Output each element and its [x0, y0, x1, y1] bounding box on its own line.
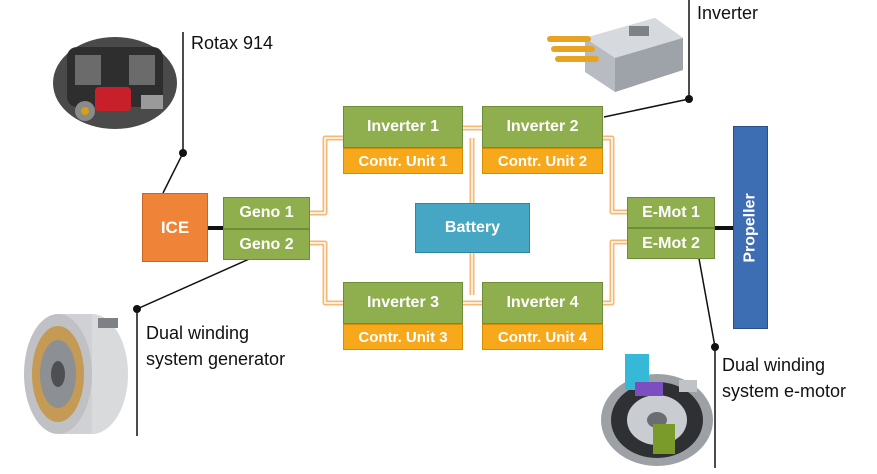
inverter-3-block: Inverter 3: [343, 282, 463, 324]
control-unit-2-block: Contr. Unit 2: [482, 148, 603, 174]
control-unit-1-block: Contr. Unit 1: [343, 148, 463, 174]
emotor-label: Dual winding system e-motor: [722, 352, 846, 404]
control-unit-3-block: Contr. Unit 3: [343, 324, 463, 350]
emotor-label-line1: Dual winding: [722, 355, 826, 375]
inverter-photo: [547, 18, 683, 92]
generator-1-block: Geno 1: [223, 197, 310, 229]
emotor-2-block: E-Mot 2: [627, 228, 715, 259]
control-unit-4-block: Contr. Unit 4: [482, 324, 603, 350]
battery-block: Battery: [415, 203, 530, 253]
emotor-1-block: E-Mot 1: [627, 197, 715, 228]
propeller-block: Propeller: [733, 126, 768, 329]
generator-2-block: Geno 2: [223, 229, 310, 260]
inverter-2-block: Inverter 2: [482, 106, 603, 148]
generator-label-line1: Dual winding: [146, 323, 250, 343]
engine-photo: [53, 37, 177, 129]
ice-block: ICE: [142, 193, 208, 262]
inverter-1-block: Inverter 1: [343, 106, 463, 148]
inverter-4-block: Inverter 4: [482, 282, 603, 324]
generator-photo: [24, 314, 128, 434]
generator-label-line2: system generator: [146, 349, 286, 369]
emotor-photo: [601, 354, 713, 466]
generator-label: Dual winding system generator: [146, 320, 285, 372]
propeller-label: Propeller: [741, 192, 759, 263]
rotax-label: Rotax 914: [191, 33, 274, 53]
inverter-label: Inverter: [697, 3, 759, 23]
emotor-label-line2: system e-motor: [722, 381, 847, 401]
